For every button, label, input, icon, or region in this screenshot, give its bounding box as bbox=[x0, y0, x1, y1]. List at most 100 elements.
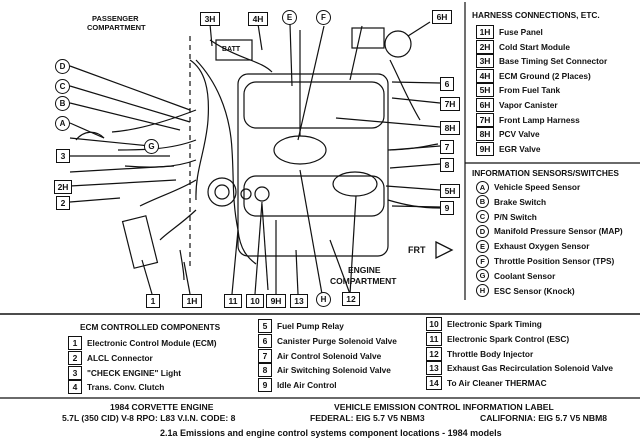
valve-cover-right bbox=[243, 175, 385, 217]
legend-label: Brake Switch bbox=[494, 196, 547, 207]
legend-code-circle: A bbox=[476, 180, 489, 194]
legend-code-box: 1H bbox=[476, 25, 494, 39]
legend-label: Electronic Spark Timing bbox=[447, 319, 542, 329]
legend-code-circle: C bbox=[476, 210, 489, 224]
legend-code-box: 10 bbox=[426, 317, 442, 331]
engine-label-line2: COMPARTMENT bbox=[330, 276, 397, 286]
callout-6h: 6H bbox=[432, 10, 452, 24]
legend-row: 3"CHECK ENGINE" Light bbox=[68, 365, 182, 380]
legend-label: Trans. Conv. Clutch bbox=[87, 382, 165, 393]
callout-2h: 2H bbox=[54, 180, 72, 194]
legend-code-box: 7 bbox=[258, 348, 272, 363]
callout-g: G bbox=[144, 139, 159, 154]
legend-row: 1H Fuse Panel bbox=[476, 25, 543, 39]
legend-label: ALCL Connector bbox=[87, 352, 153, 363]
legend-label: ESC Sensor (Knock) bbox=[494, 285, 575, 296]
legend-label: ECM Ground (2 Places) bbox=[499, 70, 591, 81]
legend-label: Front Lamp Harness bbox=[499, 114, 580, 125]
legend-code-box: 8H bbox=[476, 127, 494, 142]
legend-code-box: 9 bbox=[258, 378, 272, 393]
ecm-title: ECM CONTROLLED COMPONENTS bbox=[80, 322, 221, 332]
valve-cover-left bbox=[243, 81, 385, 129]
frt-label: FRT bbox=[408, 245, 426, 255]
legend-label: "CHECK ENGINE" Light bbox=[87, 367, 182, 378]
callout-10: 10 bbox=[246, 294, 264, 308]
callout-8h: 8H bbox=[440, 121, 460, 135]
engine-label-line1: ENGINE bbox=[348, 265, 381, 275]
callout-2: 2 bbox=[56, 196, 70, 210]
legend-row: 5 Fuel Pump Relay bbox=[258, 319, 344, 333]
legend-label: Fuse Panel bbox=[499, 27, 543, 37]
legend-label: Electronic Spark Control (ESC) bbox=[447, 333, 570, 344]
legend-label: P/N Switch bbox=[494, 211, 537, 222]
callout-h: H bbox=[316, 292, 331, 307]
legend-label: Electronic Control Module (ECM) bbox=[87, 338, 217, 348]
batt-label: BATT bbox=[222, 46, 241, 53]
legend-label: Fuel Pump Relay bbox=[277, 321, 344, 331]
legend-code-box: 11 bbox=[426, 331, 442, 346]
legend-label: Air Switching Solenoid Valve bbox=[277, 365, 391, 376]
legend-row: 4H ECM Ground (2 Places) bbox=[476, 68, 591, 83]
legend-code-box: 12 bbox=[426, 346, 442, 361]
callout-d: D bbox=[55, 59, 70, 74]
throttle-body-right bbox=[332, 171, 378, 197]
frt-arrow-icon bbox=[435, 240, 454, 260]
legend-label: Coolant Sensor bbox=[494, 270, 556, 281]
legend-code-circle: B bbox=[476, 195, 489, 209]
legend-code-box: 9H bbox=[476, 141, 494, 156]
callout-a: A bbox=[55, 116, 70, 131]
legend-label: Canister Purge Solenoid Valve bbox=[277, 335, 397, 346]
callout-7h: 7H bbox=[440, 97, 460, 111]
callout-12: 12 bbox=[342, 292, 360, 306]
callout-3h: 3H bbox=[200, 12, 220, 26]
legend-code-box: 5 bbox=[258, 319, 272, 333]
callout-c: C bbox=[55, 79, 70, 94]
battery bbox=[215, 39, 253, 61]
legend-code-box: 4H bbox=[476, 68, 494, 83]
sensors-title: INFORMATION SENSORS/SWITCHES bbox=[472, 168, 619, 178]
legend-row: H ESC Sensor (Knock) bbox=[476, 284, 575, 298]
callout-11: 11 bbox=[224, 294, 242, 308]
legend-code-circle: E bbox=[476, 239, 489, 253]
passenger-label-line1: PASSENGER bbox=[92, 14, 139, 23]
legend-row: 8 Air Switching Solenoid Valve bbox=[258, 363, 391, 378]
legend-row: C P/N Switch bbox=[476, 210, 537, 224]
legend-code-box: 3H bbox=[476, 54, 494, 69]
callout-5h: 5H bbox=[440, 184, 460, 198]
legend-code-box: 5H bbox=[476, 83, 494, 98]
callout-6: 6 bbox=[440, 77, 454, 91]
legend-code-box: 4 bbox=[68, 380, 82, 395]
vec-california: CALIFORNIA: EIG 5.7 V5 NBM8 bbox=[480, 413, 608, 423]
callout-b: B bbox=[55, 96, 70, 111]
legend-code-circle: H bbox=[476, 284, 489, 298]
legend-code-box: 2H bbox=[476, 39, 494, 54]
vec-federal: FEDERAL: EIG 5.7 V5 NBM3 bbox=[310, 413, 425, 423]
legend-code-box: 1 bbox=[68, 336, 82, 350]
legend-code-box: 8 bbox=[258, 363, 272, 378]
legend-code-circle: F bbox=[476, 254, 489, 268]
legend-row: 1 Electronic Control Module (ECM) bbox=[68, 336, 217, 350]
legend-label: Throttle Body Injector bbox=[447, 348, 534, 359]
callout-7: 7 bbox=[440, 140, 454, 154]
callout-4h: 4H bbox=[248, 12, 268, 26]
callout-f: F bbox=[316, 10, 331, 25]
legend-label: To Air Cleaner THERMAC bbox=[447, 378, 547, 389]
callout-13: 13 bbox=[290, 294, 308, 308]
legend-row: B Brake Switch bbox=[476, 195, 547, 209]
vec-label-title: VEHICLE EMISSION CONTROL INFORMATION LAB… bbox=[334, 402, 554, 412]
callout-1h: 1H bbox=[182, 294, 202, 308]
distributor bbox=[207, 177, 237, 207]
callout-8: 8 bbox=[440, 158, 454, 172]
